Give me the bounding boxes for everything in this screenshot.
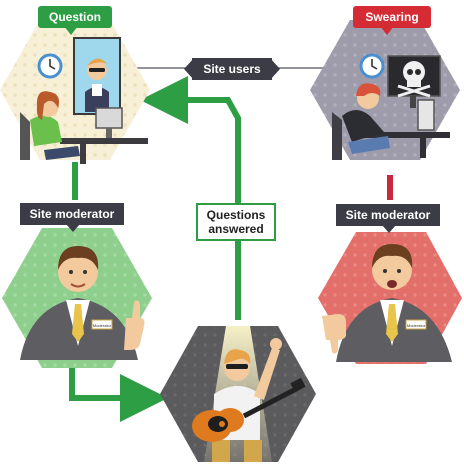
moderator-approve-scene: Moderator bbox=[2, 228, 152, 368]
clock-icon bbox=[37, 53, 63, 79]
site-moderator-label-left: Site moderator bbox=[20, 203, 124, 225]
thumbs-up-icon bbox=[124, 300, 145, 350]
angry-man-at-desk bbox=[332, 83, 390, 160]
moderator-to-answer-arrow bbox=[69, 358, 168, 422]
moderator-badge-label: Moderator bbox=[93, 323, 112, 328]
site-moderator-label-right: Site moderator bbox=[336, 204, 440, 226]
skull-icon bbox=[387, 55, 441, 98]
site-users-label-left-point bbox=[184, 58, 194, 80]
moderator-badge-label: Moderator bbox=[407, 323, 426, 328]
site-moderator-left-pointer bbox=[66, 224, 80, 232]
thumbs-down-icon bbox=[322, 314, 346, 354]
question-label: Question bbox=[38, 6, 112, 28]
swearing-label: Swearing bbox=[353, 6, 431, 28]
woman-at-desk bbox=[20, 91, 80, 160]
moderator-reject-scene: Moderator bbox=[318, 232, 462, 364]
site-users-label: Site users bbox=[192, 58, 272, 80]
site-moderator-right-pointer bbox=[382, 225, 396, 233]
site-users-label-right-point bbox=[270, 58, 280, 80]
clock-icon bbox=[359, 53, 385, 79]
person-with-sunglasses-icon bbox=[73, 37, 121, 115]
swearing-user-scene bbox=[310, 20, 460, 160]
question-user-scene bbox=[0, 20, 150, 164]
swearing-label-pointer bbox=[380, 26, 394, 35]
question-label-pointer bbox=[64, 26, 78, 35]
questions-answered-label: Questions answered bbox=[196, 203, 276, 241]
guitar-icon bbox=[192, 377, 306, 442]
answered-user-scene bbox=[160, 326, 316, 462]
